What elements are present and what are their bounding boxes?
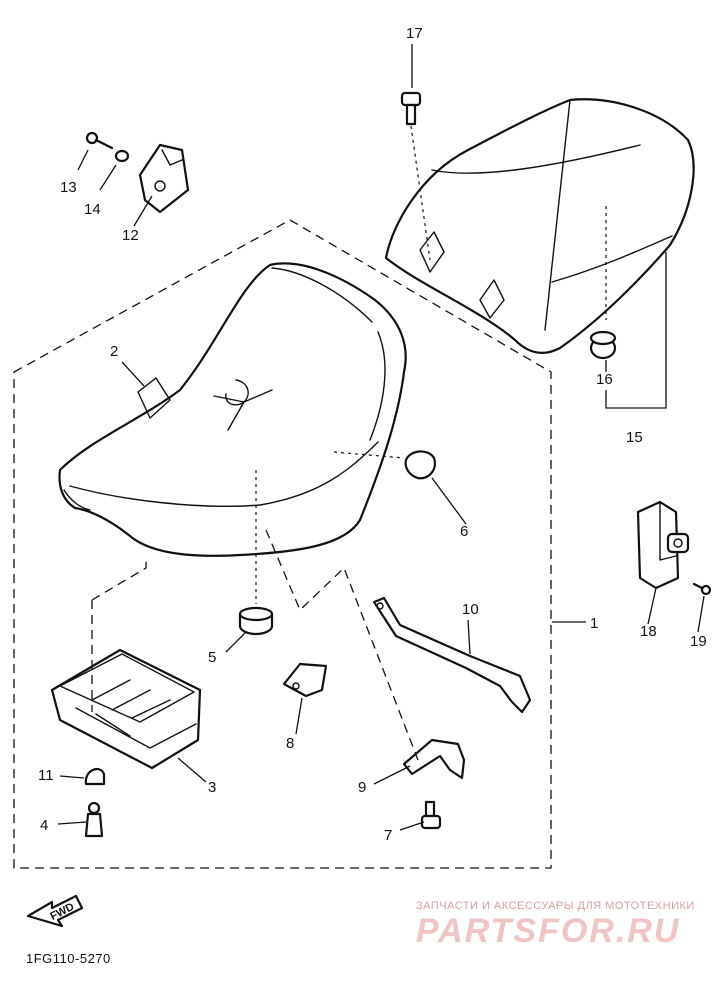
callout-12: 12	[122, 227, 139, 244]
callout-15: 15	[626, 429, 643, 446]
bracket-10-drawing	[372, 596, 532, 714]
callout-1: 1	[590, 615, 598, 632]
callout-7: 7	[384, 827, 392, 844]
callout-18: 18	[640, 623, 657, 640]
damper-6-drawing	[333, 450, 436, 480]
callout-5: 5	[208, 649, 216, 666]
callout-14: 14	[84, 201, 101, 218]
callout-labels: 1 2 3 4 5 6 7 8 9 10 11 12 13 14 15 16 1…	[38, 25, 707, 844]
watermark: ЗАПЧАСТИ И АКСЕССУАРЫ ДЛЯ МОТОТЕХНИКИ PA…	[416, 900, 695, 950]
screw-19-drawing	[692, 582, 712, 596]
callout-17: 17	[406, 25, 423, 42]
bolt-13-drawing	[85, 131, 114, 150]
lock-18-drawing	[636, 500, 690, 590]
cap-11-drawing	[84, 767, 106, 786]
callout-8: 8	[286, 735, 294, 752]
damper-5-drawing	[238, 470, 274, 636]
main-seat-drawing	[58, 262, 407, 557]
assembly-boundary	[13, 219, 552, 869]
callout-6: 6	[460, 523, 468, 540]
callout-10: 10	[462, 601, 479, 618]
callout-11: 11	[38, 767, 54, 784]
watermark-brand: PARTSFOR.RU	[416, 912, 680, 950]
callout-3: 3	[208, 779, 216, 796]
callout-16: 16	[596, 371, 613, 388]
bracket-8-drawing	[282, 662, 328, 698]
bolt-17-drawing	[400, 91, 431, 261]
callout-13: 13	[60, 179, 77, 196]
damper-16-drawing	[589, 330, 617, 360]
callout-4: 4	[40, 817, 48, 834]
callout-2: 2	[110, 343, 118, 360]
watermark-tagline: ЗАПЧАСТИ И АКСЕССУАРЫ ДЛЯ МОТОТЕХНИКИ	[416, 900, 695, 912]
lock-bracket-12-drawing	[138, 143, 190, 214]
tray-3-drawing	[50, 560, 202, 770]
bolt-4-drawing	[84, 801, 104, 838]
callout-19: 19	[690, 633, 707, 650]
washer-14-drawing	[114, 149, 130, 163]
rear-seat-drawing	[384, 98, 695, 355]
callout-9: 9	[358, 779, 366, 796]
diagram-code: 1FG110-5270	[26, 951, 111, 966]
bracket-9-drawing	[265, 529, 466, 780]
leader-lines	[57, 44, 705, 831]
bolt-7-drawing	[420, 800, 442, 830]
bracket-15-lines	[605, 252, 667, 409]
forward-arrow-icon: FWD	[26, 894, 84, 928]
